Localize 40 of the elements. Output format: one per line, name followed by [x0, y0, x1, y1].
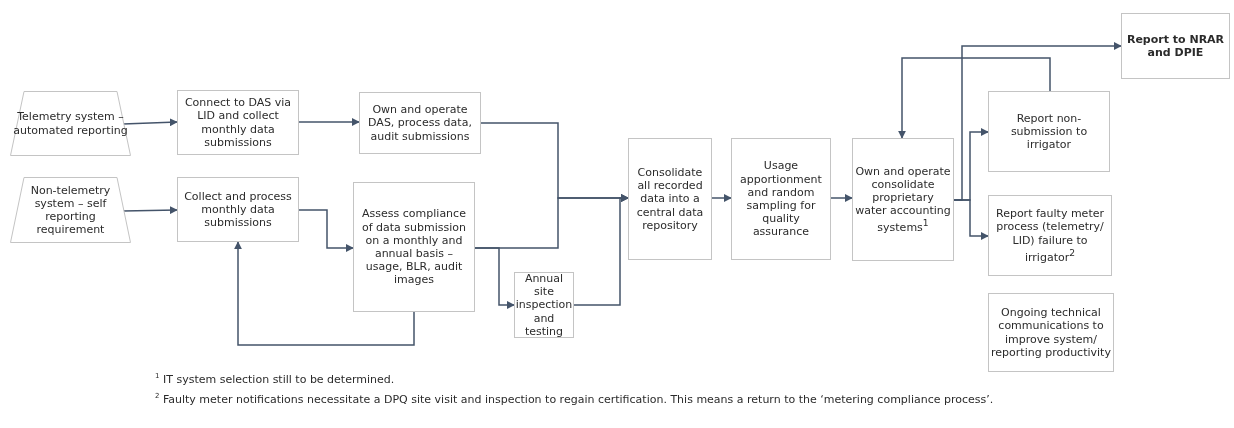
box-text: Assess compliance of data submission on a monthly and annual basis – usage, BLR, audit images	[360, 207, 468, 287]
process-box	[988, 293, 1114, 372]
arrow	[234, 241, 415, 346]
arrow	[953, 199, 989, 240]
arrow	[830, 194, 853, 202]
process-box	[359, 92, 481, 154]
process-box	[1121, 13, 1230, 79]
box-text: Collect and process monthly data submissions	[183, 189, 293, 230]
process-box	[177, 177, 299, 242]
process-box	[988, 195, 1112, 276]
box-text: Report faulty meter process (telemetry/ LID) failure to irrigator$^{2}$	[995, 207, 1105, 264]
box-text: Ongoing technical communications to improve system/ reporting productivity	[991, 306, 1111, 359]
process-box	[988, 91, 1110, 172]
arrow	[122, 206, 178, 215]
process-box	[353, 182, 475, 312]
arrow	[573, 194, 629, 306]
box-text: Report to NRAR and DPIE	[1125, 32, 1226, 60]
input-trapezoid	[10, 177, 131, 243]
arrow	[298, 209, 354, 252]
box-text: Non-telemetry system – self reporting requirement	[29, 183, 112, 237]
box-text: Own and operate DAS, process data, audit submissions	[367, 103, 473, 143]
arrow	[711, 194, 732, 202]
process-box	[852, 138, 954, 261]
box-text: Usage apportionment and random sampling for quality assurance	[739, 159, 823, 239]
process-box	[177, 90, 299, 155]
box-text: Telemetry system – automated reporting	[12, 110, 129, 137]
arrow	[298, 118, 360, 126]
box-text: Report non-submission to irrigator	[1009, 111, 1089, 152]
box-text: Own and operate consolidate proprietary water accounting systems$^{1}$	[855, 164, 951, 235]
process-box	[731, 138, 831, 260]
process-box	[628, 138, 712, 260]
box-text: Annual site inspection and testing	[515, 272, 573, 338]
arrow	[122, 118, 178, 127]
footnote: $^{2}$ Faulty meter notifications necessitate a DPQ site visit and inspection to regain certification. This means a return to the ‘metering compliance process’.	[155, 392, 995, 406]
footnote: $^{1}$ IT system selection still to be determined.	[155, 372, 396, 386]
box-text: Connect to DAS via LID and collect monthly data submissions	[183, 96, 293, 149]
arrow	[898, 57, 1051, 139]
box-text: Consolidate all recorded data into a central data repository	[635, 166, 705, 232]
arrow	[474, 247, 515, 309]
input-trapezoid	[10, 91, 131, 156]
